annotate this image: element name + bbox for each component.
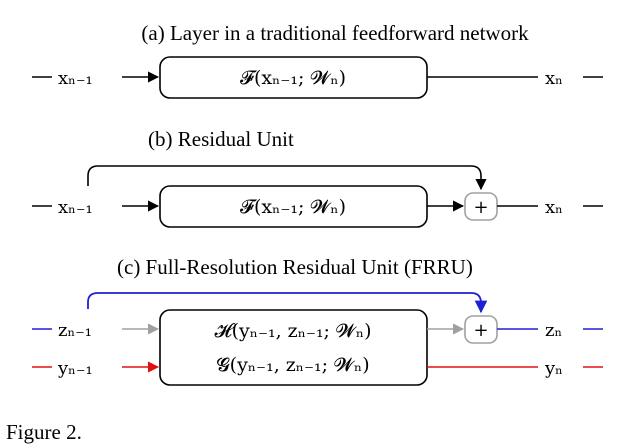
section-a-input-label: xₙ₋₁: [58, 68, 93, 89]
section-c-sum-symbol: +: [473, 320, 488, 341]
section-c-z-output-label: zₙ: [545, 320, 562, 341]
section-b-sum-symbol: +: [473, 197, 488, 218]
section-c-frru-box: [159, 309, 428, 386]
section-c-heading: (c) Full-Resolution Residual Unit (FRRU): [117, 255, 473, 279]
section-c-box-expression-bottom: 𝓖(yₙ₋₁, zₙ₋₁; 𝓦ₙ): [216, 354, 369, 376]
section-c-z-skip-connection: [87, 292, 488, 314]
section-c-y-input-label: yₙ₋₁: [57, 358, 93, 379]
section-b-output-label: xₙ: [545, 197, 563, 218]
section-b-box-expression: 𝓕(xₙ₋₁; 𝓦ₙ): [240, 196, 346, 218]
section-c-z-input-label: zₙ₋₁: [58, 320, 92, 341]
section-a-heading: (a) Layer in a traditional feedforward n…: [141, 21, 529, 45]
section-a-output-label: xₙ: [545, 68, 563, 89]
section-a-box-expression: 𝓕(xₙ₋₁; 𝓦ₙ): [240, 67, 346, 89]
section-b-heading: (b) Residual Unit: [148, 127, 294, 151]
section-c-y-output-label: yₙ: [544, 358, 563, 379]
figure-caption: Figure 2.: [6, 420, 82, 444]
section-c-box-expression-top: 𝓗(yₙ₋₁, zₙ₋₁; 𝓦ₙ): [214, 320, 371, 342]
section-b-skip-connection: [87, 165, 487, 191]
section-b-input-label: xₙ₋₁: [58, 197, 93, 218]
